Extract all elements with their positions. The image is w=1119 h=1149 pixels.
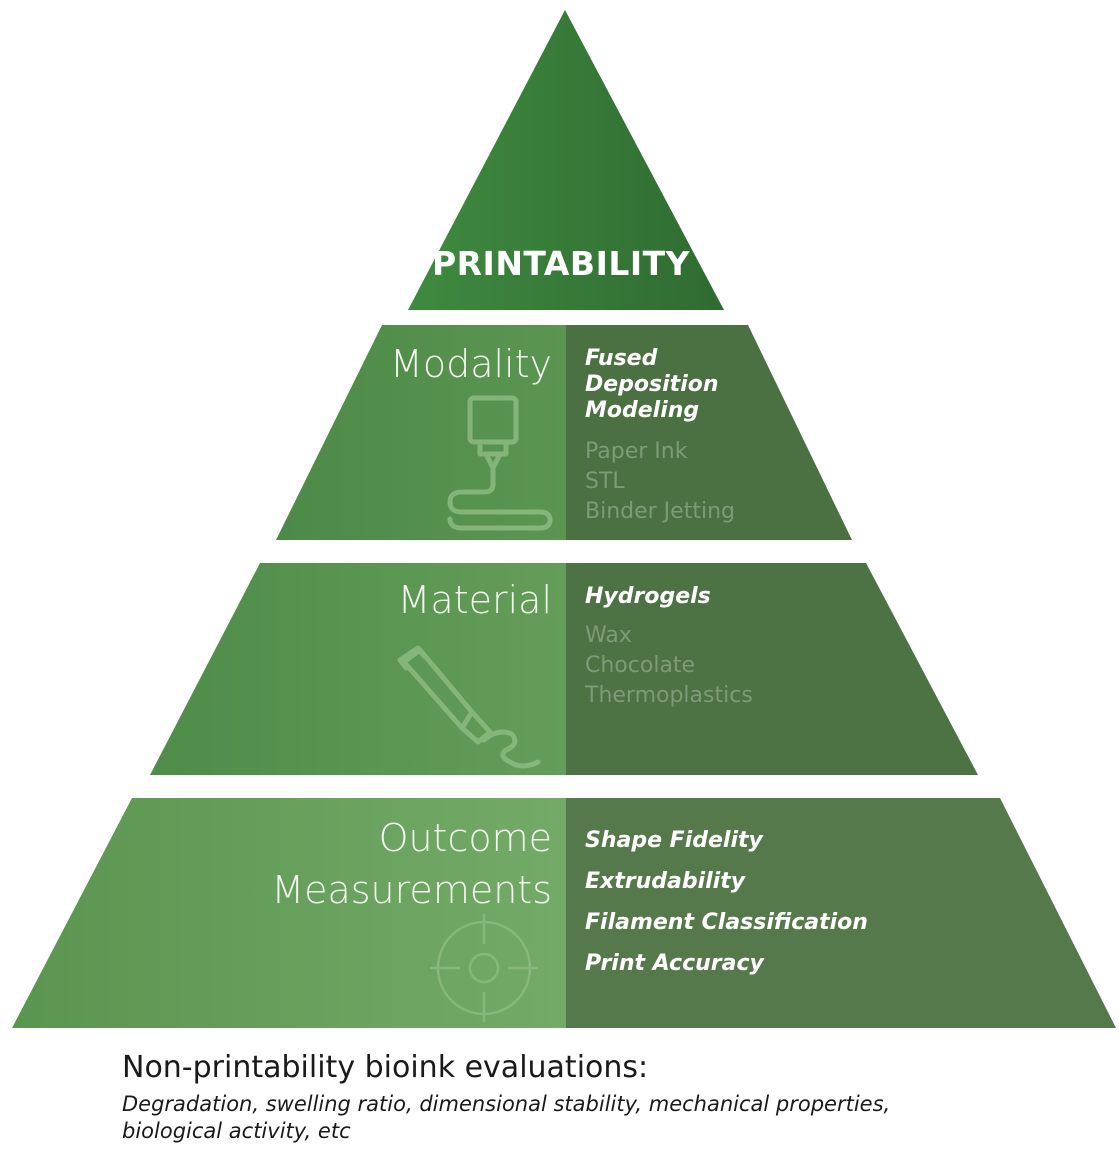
list-item: Filament Classification bbox=[585, 910, 868, 935]
list-item: Shape Fidelity bbox=[585, 828, 763, 853]
outcome-title-line: Measurements bbox=[271, 868, 552, 912]
outcome-title: Outcome Measurements bbox=[230, 812, 552, 916]
crosshair-target-icon bbox=[430, 914, 538, 1022]
list-item: Wax bbox=[585, 623, 632, 648]
list-item: STL bbox=[585, 469, 625, 494]
list-item: Extrudability bbox=[585, 869, 746, 894]
apex-triangle bbox=[408, 10, 724, 310]
list-item: Chocolate bbox=[585, 653, 696, 678]
footer-subtitle-line: Degradation, swelling ratio, dimensional… bbox=[122, 1092, 891, 1116]
list-item: Thermoplastics bbox=[585, 683, 753, 708]
modality-highlight-line: Modeling bbox=[585, 398, 700, 423]
modality-highlight-line: Deposition bbox=[585, 372, 719, 397]
material-left-panel bbox=[150, 563, 566, 775]
3d-printer-nozzle-icon bbox=[447, 395, 553, 531]
modality-highlight-line: Fused bbox=[585, 346, 658, 371]
modality-highlight: Fused Deposition Modeling bbox=[585, 346, 805, 424]
footer-title: Non-printability bioink evaluations: bbox=[122, 1050, 649, 1085]
outcome-left-panel bbox=[12, 798, 566, 1028]
material-highlight: Hydrogels bbox=[585, 584, 711, 609]
squeeze-tube-icon bbox=[397, 645, 541, 769]
outcome-items: Shape Fidelity Extrudability Filament Cl… bbox=[585, 820, 905, 984]
list-item: Paper Ink bbox=[585, 439, 688, 464]
material-other-list: Wax Chocolate Thermoplastics bbox=[585, 621, 805, 711]
modality-title: Modality bbox=[390, 342, 552, 386]
modality-right-panel bbox=[566, 325, 852, 540]
outcome-right-panel bbox=[566, 798, 1116, 1028]
printability-pyramid bbox=[12, 10, 1116, 1028]
pyramid-apex-title: PRINTABILITY bbox=[431, 244, 691, 283]
modality-other-list: Paper Ink STL Binder Jetting bbox=[585, 437, 785, 527]
footer-subtitle: Degradation, swelling ratio, dimensional… bbox=[122, 1091, 1102, 1145]
outcome-title-line: Outcome bbox=[378, 816, 552, 860]
list-item: Print Accuracy bbox=[585, 951, 764, 976]
material-right-panel bbox=[566, 563, 978, 775]
list-item: Binder Jetting bbox=[585, 499, 735, 524]
material-title: Material bbox=[397, 578, 552, 622]
footer-subtitle-line: biological activity, etc bbox=[122, 1119, 351, 1143]
